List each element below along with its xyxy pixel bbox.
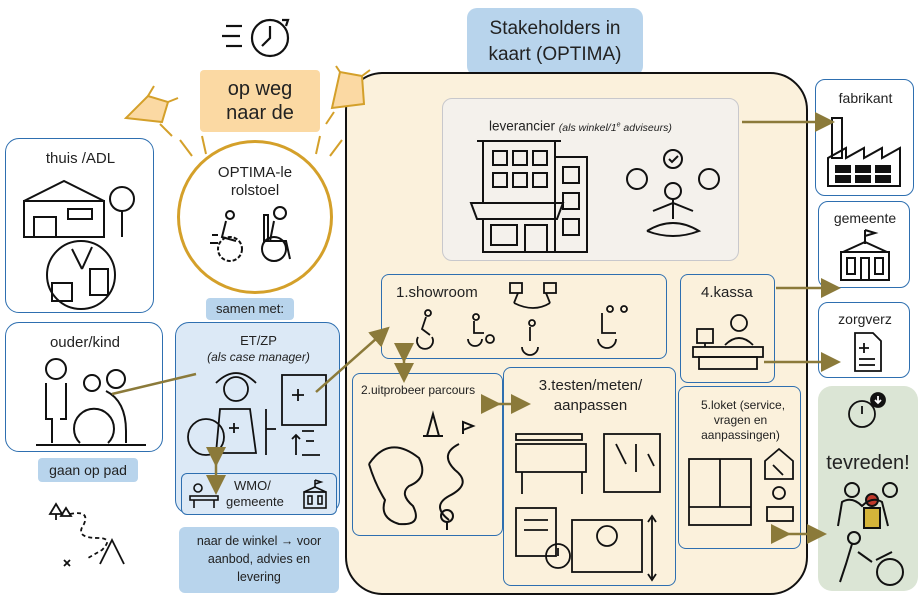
showroom-label: 1.showroom <box>396 284 478 301</box>
wheelchair-users-icon <box>208 205 308 270</box>
testen-label-2: aanpassen <box>553 397 628 414</box>
title-line-1: Stakeholders in <box>489 18 621 39</box>
winkel-line-3: levering <box>237 570 281 584</box>
title-box: Stakeholders in kaart (OPTIMA) <box>467 8 643 76</box>
thuis-label: thuis /ADL <box>45 150 116 167</box>
parcours-box: 2.uitprobeer parcours <box>352 373 503 536</box>
fabrikant-box: fabrikant <box>815 79 914 196</box>
factory-icon <box>826 114 910 195</box>
office-worker-icon <box>188 482 220 515</box>
meditating-advisor-icon <box>623 149 723 254</box>
fabrikant-label: fabrikant <box>838 90 893 106</box>
gemeente-box: gemeente <box>818 201 910 288</box>
loket-box: 5.loket (service, vragen en aanpassingen… <box>678 386 801 549</box>
wheelchair-line-2: rolstoel <box>230 182 280 199</box>
leverancier-note: (als winkel/1 <box>558 121 617 134</box>
invoice-icon <box>853 331 883 378</box>
loket-label-2: vragen en <box>713 413 768 427</box>
town-hall-icon <box>837 229 893 289</box>
wmo-line-2: gemeente <box>226 494 284 509</box>
clock-icon <box>222 16 302 64</box>
showroom-box: 1.showroom <box>381 274 667 359</box>
winkel-line-2: aanbod, advies en <box>207 552 311 566</box>
zorgverz-label: zorgverz <box>838 311 892 327</box>
wheelchair-circle: OPTIMA-le rolstoel <box>177 140 333 294</box>
cashier-icon <box>692 311 765 376</box>
kassa-label: 4.kassa <box>701 284 753 301</box>
samen-met-label: samen met: <box>216 301 284 316</box>
service-counter-icon <box>687 445 799 550</box>
house-icon <box>20 173 140 248</box>
parent-child-icon <box>36 357 146 452</box>
wmo-line-1: WMO/ <box>234 478 271 493</box>
op-weg-line-1: op weg <box>227 78 293 100</box>
testen-box: 3.testen/meten/ aanpassen <box>503 367 676 586</box>
gaan-op-pad-label: gaan op pad <box>49 462 127 478</box>
op-weg-banner: op weg naar de <box>200 70 320 132</box>
winkel-line-1: naar de winkel → voor <box>196 534 322 548</box>
spotlight-right-icon <box>322 64 378 135</box>
path-map-icon <box>48 500 130 577</box>
arrow-ouder-etzp <box>111 372 197 396</box>
samen-met-tag: samen met: <box>206 298 294 320</box>
leverancier-box: leverancier (als winkel/1e adviseurs) <box>442 98 739 261</box>
thuis-box: thuis /ADL <box>5 138 154 313</box>
case-manager-icon <box>186 369 336 464</box>
wheelchair-icons <box>414 282 654 362</box>
light-rays <box>166 132 356 177</box>
happy-family-icon <box>832 482 912 591</box>
loket-label-1: 5.loket (service, <box>701 398 786 412</box>
etzp-label: ET/ZP <box>240 333 277 348</box>
shop-building-icon <box>469 139 591 259</box>
timer-icon <box>844 392 888 437</box>
municipality-icon <box>302 479 328 515</box>
tevreden-label: tevreden! <box>826 452 910 474</box>
loket-label-3: aanpassingen) <box>701 428 780 442</box>
ouder-label: ouder/kind <box>49 334 121 351</box>
spotlight-left-icon <box>120 80 184 145</box>
workbench-tools-icon <box>512 424 672 585</box>
title-line-2: kaart (OPTIMA) <box>488 44 622 65</box>
op-weg-line-2: naar de <box>226 102 294 124</box>
tevreden-panel: tevreden! <box>818 386 918 591</box>
wheelchair-line-1: OPTIMA-le <box>217 164 293 181</box>
leverancier-label: leverancier <box>489 118 556 134</box>
kassa-box: 4.kassa <box>680 274 775 383</box>
winkel-note: naar de winkel → voor aanbod, advies en … <box>179 527 339 593</box>
gaan-op-pad-box: gaan op pad <box>38 458 138 482</box>
parcours-track-icon <box>363 404 503 539</box>
arrow-etzp-showroom <box>315 326 390 393</box>
gemeente-label: gemeente <box>833 210 897 226</box>
daily-activities-icon <box>36 239 126 316</box>
etzp-sublabel: (als case manager) <box>207 350 310 364</box>
parcours-label: 2.uitprobeer parcours <box>361 383 476 397</box>
testen-label-1: 3.testen/meten/ <box>538 377 643 394</box>
